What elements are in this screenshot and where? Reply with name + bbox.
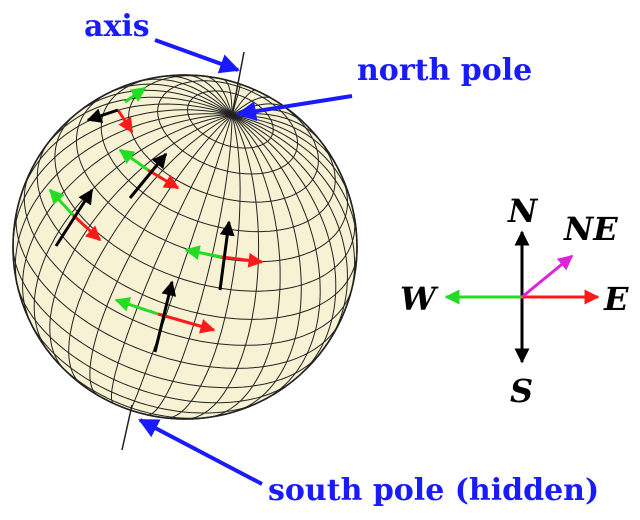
- meridian-line: [205, 75, 233, 116]
- north-arrow: [86, 108, 119, 123]
- compass-label-n: N: [507, 192, 539, 230]
- meridian-line: [14, 113, 233, 288]
- west-arrow: [124, 86, 147, 104]
- meridian-line: [231, 114, 352, 202]
- globe-direction-arrows: [48, 86, 264, 353]
- axis-top-segment: [231, 51, 245, 116]
- meridian-line: [89, 114, 233, 396]
- latitude-line: [23, 174, 352, 346]
- meridian-line: [129, 114, 233, 411]
- west-arrow: [118, 148, 149, 172]
- meridian-line: [33, 114, 233, 350]
- east-arrow: [116, 109, 134, 134]
- meridian-line: [222, 78, 233, 115]
- south-pole-label: south pole (hidden): [268, 473, 599, 508]
- west-arrow: [114, 297, 159, 316]
- meridian-line: [72, 89, 233, 117]
- meridian-line: [13, 109, 233, 243]
- meridian-line: [231, 114, 357, 247]
- axis-label: axis: [84, 9, 150, 44]
- globe: [12, 74, 358, 420]
- meridian-line: [231, 114, 321, 399]
- north-arrow: [153, 280, 177, 353]
- meridian-line: [42, 96, 233, 151]
- latitude-line: [16, 282, 293, 404]
- compass-labels: N NE E W S: [400, 192, 629, 410]
- compass-label-w: W: [400, 280, 439, 318]
- north-pole-label: north pole: [357, 53, 532, 88]
- compass-label-s: S: [510, 372, 533, 410]
- rotation-axis: [121, 51, 245, 451]
- meridian-line: [147, 115, 233, 416]
- compass-rose: [444, 230, 600, 364]
- meridian-line: [165, 114, 241, 419]
- meridian-line: [231, 114, 356, 293]
- north-arrow: [218, 220, 235, 291]
- axis-bottom-segment: [121, 404, 133, 451]
- north-arrow: [128, 152, 168, 199]
- south-pole-pointer-arrow: [138, 418, 263, 486]
- meridian-line: [231, 114, 348, 340]
- meridian-line: [231, 114, 337, 375]
- meridian-line: [110, 114, 233, 404]
- latitude-line: [15, 207, 340, 369]
- meridian-line: [187, 75, 233, 116]
- meridian-line: [208, 114, 281, 418]
- meridian-line: [22, 114, 233, 326]
- globe-outline: [12, 74, 358, 420]
- north-pole-pointer-arrow: [236, 94, 353, 122]
- axis-pointer-arrow: [154, 38, 240, 74]
- north-arrow: [54, 188, 94, 247]
- meridian-line: [68, 114, 233, 385]
- east-arrow: [71, 213, 102, 242]
- meridian-line: [105, 83, 233, 116]
- west-arrow: [48, 188, 75, 217]
- meridian-line: [185, 114, 260, 419]
- meridian-line: [164, 75, 233, 116]
- compass-label-e: E: [603, 280, 629, 318]
- east-arrow: [147, 168, 180, 190]
- west-arrow: [184, 245, 223, 260]
- compass-label-ne: NE: [563, 210, 618, 248]
- meridian-line: [137, 78, 233, 116]
- east-arrow: [221, 252, 264, 268]
- east-arrow: [157, 312, 216, 334]
- callouts: axis north pole south pole (hidden): [84, 9, 599, 508]
- latitude-line: [36, 141, 357, 320]
- meridian-line: [231, 83, 241, 116]
- compass-northeast-arrow: [521, 254, 574, 299]
- meridian-line: [231, 114, 302, 412]
